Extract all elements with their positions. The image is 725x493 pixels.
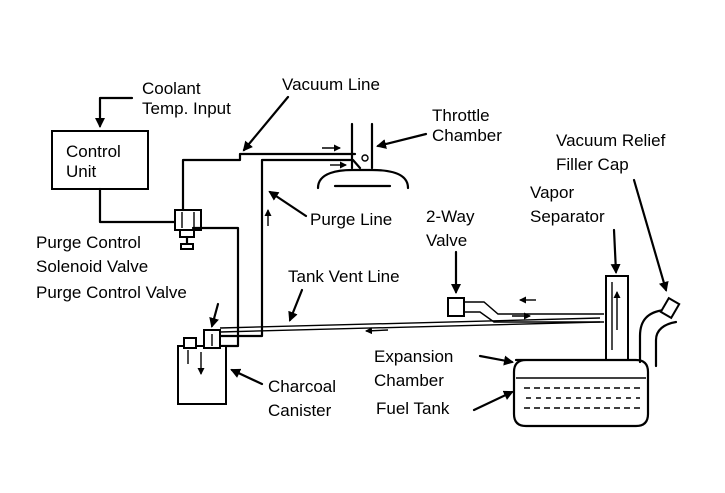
throttle-chamber-pointer — [376, 132, 428, 149]
two-way-valve-label-1: 2-Way — [426, 207, 475, 226]
filler-neck — [638, 296, 681, 368]
solenoid-label-2: Solenoid Valve — [36, 257, 148, 276]
two-way-valve-label-2: Valve — [426, 231, 467, 250]
solenoid-label-1: Purge Control — [36, 233, 141, 252]
tank-vent-line-label: Tank Vent Line — [288, 267, 400, 286]
tank-vent-line-pointer — [288, 288, 304, 322]
vacuum-line — [181, 152, 357, 212]
coolant-input-arrow — [95, 96, 134, 128]
vacuum-line-pointer — [242, 95, 290, 152]
solenoid-to-canister-line — [191, 226, 240, 348]
vapor-separator-label-1: Vapor — [530, 183, 574, 202]
charcoal-canister-pointer — [230, 368, 264, 386]
charcoal-canister-label-1: Charcoal — [268, 377, 336, 396]
charcoal-canister-label-2: Canister — [268, 401, 332, 420]
throttle-chamber — [316, 122, 410, 190]
control-signal-line — [98, 187, 177, 224]
throttle-chamber-label-2: Chamber — [432, 126, 502, 145]
expansion-chamber-label-2: Chamber — [374, 371, 444, 390]
fuel-tank — [512, 358, 650, 428]
expansion-chamber-pointer — [478, 354, 514, 366]
purge-control-valve-pointer — [209, 302, 220, 328]
vapor-separator — [605, 275, 629, 361]
purge-control-solenoid-valve — [174, 209, 202, 250]
vapor-separator-pointer — [610, 228, 621, 274]
coolant-label-1: Coolant — [142, 79, 201, 98]
vacuum-relief-filler-cap-label-2: Filler Cap — [556, 155, 629, 174]
control-unit-box — [51, 130, 149, 190]
purge-control-valve-label: Purge Control Valve — [36, 283, 187, 302]
purge-line-label: Purge Line — [310, 210, 392, 229]
vapor-separator-label-2: Separator — [530, 207, 605, 226]
fuel-tank-pointer — [472, 390, 514, 412]
throttle-chamber-label-1: Throttle — [432, 106, 490, 125]
vent-flow-arrow — [365, 327, 389, 335]
coolant-label-2: Temp. Input — [142, 99, 231, 118]
two-way-valve — [447, 296, 604, 323]
purge-line — [218, 158, 362, 338]
fuel-tank-label: Fuel Tank — [376, 399, 450, 418]
control-unit-label-1: Control — [66, 142, 121, 161]
vacuum-line-label: Vacuum Line — [282, 75, 380, 94]
charcoal-canister — [177, 329, 227, 405]
vacuum-relief-filler-cap-label-1: Vacuum Relief — [556, 131, 666, 150]
expansion-chamber-label-1: Expansion — [374, 347, 453, 366]
tank-vent-line — [219, 317, 601, 333]
control-unit-label-2: Unit — [66, 162, 97, 181]
purge-line-pointer — [268, 190, 308, 218]
vacuum-relief-filler-cap-pointer — [632, 178, 669, 292]
